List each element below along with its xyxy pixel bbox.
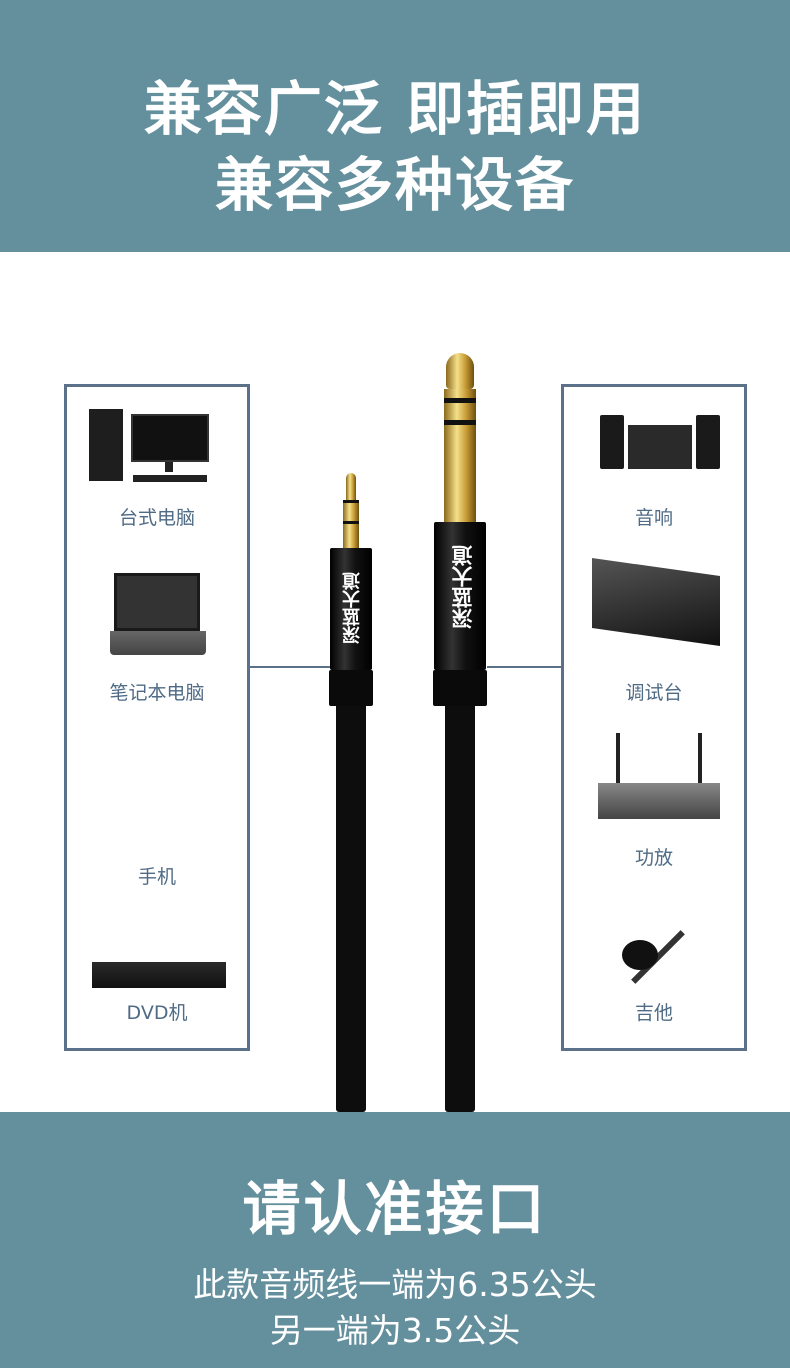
cable-6-35mm xyxy=(445,700,475,1112)
speaker-system-image xyxy=(600,415,720,471)
desktop-computer-image xyxy=(89,409,209,485)
footer-line-1: 此款音频线一端为6.35公头 xyxy=(193,1265,597,1304)
guitar-image xyxy=(620,892,700,984)
headline: 兼容广泛 即插即用 xyxy=(143,75,647,143)
connector-line-right xyxy=(487,666,561,668)
footer-line-2: 另一端为3.5公头 xyxy=(269,1311,521,1350)
right-device-panel: 音响 调试台 功放 吉他 xyxy=(561,384,747,1051)
brand-label: 深蓝大道 xyxy=(342,572,363,644)
device-label: 音响 xyxy=(634,507,673,529)
device-label: 调试台 xyxy=(625,682,683,704)
footer-banner: 请认准接口 此款音频线一端为6.35公头 另一端为3.5公头 xyxy=(0,1112,790,1368)
device-label: DVD机 xyxy=(126,1002,188,1024)
connector-line-left xyxy=(249,666,336,668)
device-label: 台式电脑 xyxy=(118,507,195,529)
mixing-console-image xyxy=(592,558,720,646)
device-label: 吉他 xyxy=(634,1002,673,1024)
dvd-player-image xyxy=(92,962,226,988)
device-label: 功放 xyxy=(634,847,673,869)
laptop-image xyxy=(110,573,206,655)
footer-title: 请认准接口 xyxy=(242,1175,548,1243)
header-banner: 兼容广泛 即插即用 兼容多种设备 xyxy=(0,0,790,252)
cable-3-5mm xyxy=(336,700,366,1112)
device-label: 笔记本电脑 xyxy=(109,682,205,704)
device-label: 手机 xyxy=(137,866,176,888)
amplifier-image xyxy=(598,733,720,825)
brand-label: 深蓝大道 xyxy=(451,545,475,629)
left-device-panel: 台式电脑 笔记本电脑 手机 DVD机 xyxy=(64,384,250,1051)
subheadline: 兼容多种设备 xyxy=(214,151,575,219)
